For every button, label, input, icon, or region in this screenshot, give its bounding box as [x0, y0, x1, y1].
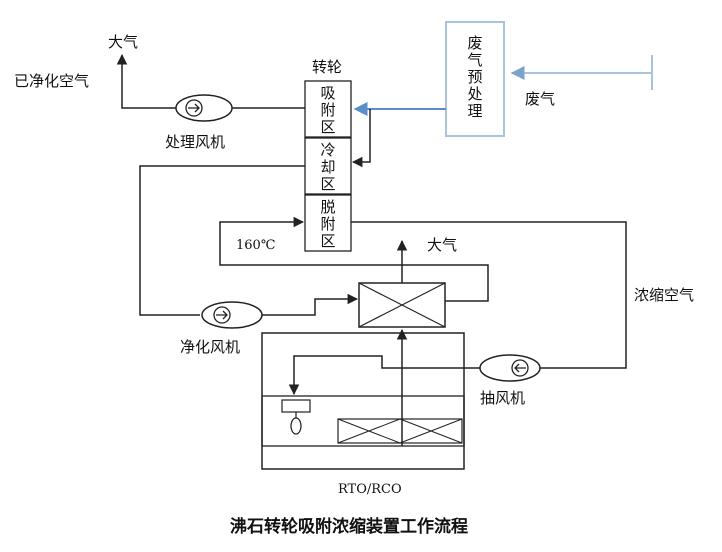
clean-fan-icon [201, 301, 263, 329]
exhaust-fan-to-oxidizer-line [288, 355, 480, 396]
pretreatment-box [445, 21, 505, 137]
process-fan-label: 处理风机 [165, 133, 225, 151]
exhaust-fan-icon [479, 354, 541, 382]
desorption-to-exhaust-fan-line [351, 221, 627, 369]
adsorption-zone [304, 80, 352, 138]
waste-gas-label: 废气 [525, 90, 555, 108]
diagram-title: 沸石转轮吸附浓缩装置工作流程 [230, 516, 468, 537]
temperature-label: 160℃ [236, 238, 275, 253]
cooling-to-clean-fan-line [139, 165, 305, 316]
desorption-zone [304, 194, 352, 252]
atmosphere-mid-label: 大气 [427, 236, 457, 254]
concentrated-air-label: 浓缩空气 [634, 286, 694, 304]
rotor-label: 转轮 [312, 58, 342, 76]
exchanger-to-desorption-line [219, 216, 489, 302]
clean-fan-label: 净化风机 [180, 338, 240, 356]
pretreatment-label: 废气预处理 [467, 34, 482, 120]
pretreatment-to-cooling-line [351, 109, 371, 168]
oxidizer-label: RTO/RCO [338, 482, 402, 497]
cooling-zone [304, 137, 352, 195]
oxidizer-unit [261, 332, 465, 470]
desorption-zone-label: 脱附区 [320, 198, 335, 250]
cooling-zone-label: 冷却区 [320, 141, 335, 193]
process-fan-icon [175, 94, 233, 122]
purified-air-label: 已净化空气 [14, 72, 89, 90]
process-fan-to-atmosphere-line [116, 53, 176, 109]
atmosphere-top-label: 大气 [108, 33, 138, 51]
adsorption-zone-label: 吸附区 [320, 84, 335, 136]
exhaust-fan-label: 抽风机 [480, 389, 525, 407]
clean-fan-to-exchanger-line [262, 293, 359, 316]
heat-exchanger [358, 282, 446, 328]
